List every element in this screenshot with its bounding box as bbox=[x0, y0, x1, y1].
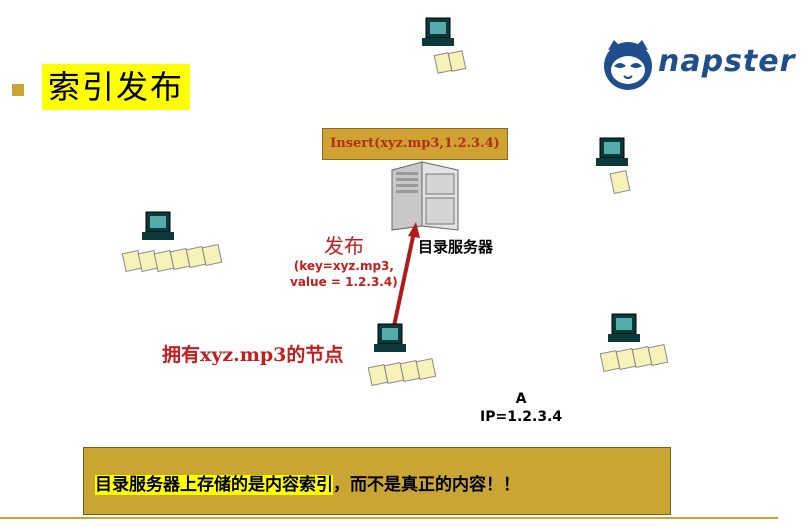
publish-label: 发布 bbox=[324, 234, 364, 258]
peer-computer-icon bbox=[599, 313, 669, 373]
napster-logo-text: napster bbox=[658, 44, 796, 79]
page-title: 索引发布 bbox=[42, 64, 191, 110]
publish-kv-line2: value = 1.2.3.4) bbox=[290, 275, 398, 289]
peer-computer-icon bbox=[422, 17, 467, 74]
node-a-name: A bbox=[515, 391, 527, 407]
bullet-square bbox=[12, 84, 24, 96]
directory-server-label: 目录服务器 bbox=[418, 238, 494, 256]
publish-kv-line1: (key=xyz.mp3, bbox=[293, 259, 394, 273]
publish-arrow bbox=[392, 222, 420, 327]
publish-key-value: (key=xyz.mp3, value = 1.2.3.4) bbox=[290, 258, 398, 290]
peer-computer-icon bbox=[121, 211, 223, 273]
node-a-ip: IP=1.2.3.4 bbox=[480, 409, 563, 425]
insert-command-box: Insert(xyz.mp3,1.2.3.4) bbox=[322, 128, 508, 160]
note-text: 目录服务器上存储的是内容索引，而不是真正的内容！！ bbox=[95, 470, 520, 495]
node-a-info: A IP=1.2.3.4 bbox=[480, 390, 562, 426]
node-owner-label: 拥有xyz.mp3的节点 bbox=[162, 344, 344, 366]
note-highlight: 目录服务器上存储的是内容索引 bbox=[95, 475, 333, 495]
peer-computer-icon bbox=[367, 323, 437, 387]
napster-cat-icon bbox=[604, 40, 652, 90]
peer-computer-icon bbox=[596, 137, 631, 195]
directory-server-icon bbox=[391, 161, 459, 231]
footer-divider bbox=[0, 517, 778, 519]
note-rest: ，而不是真正的内容！！ bbox=[333, 475, 520, 495]
